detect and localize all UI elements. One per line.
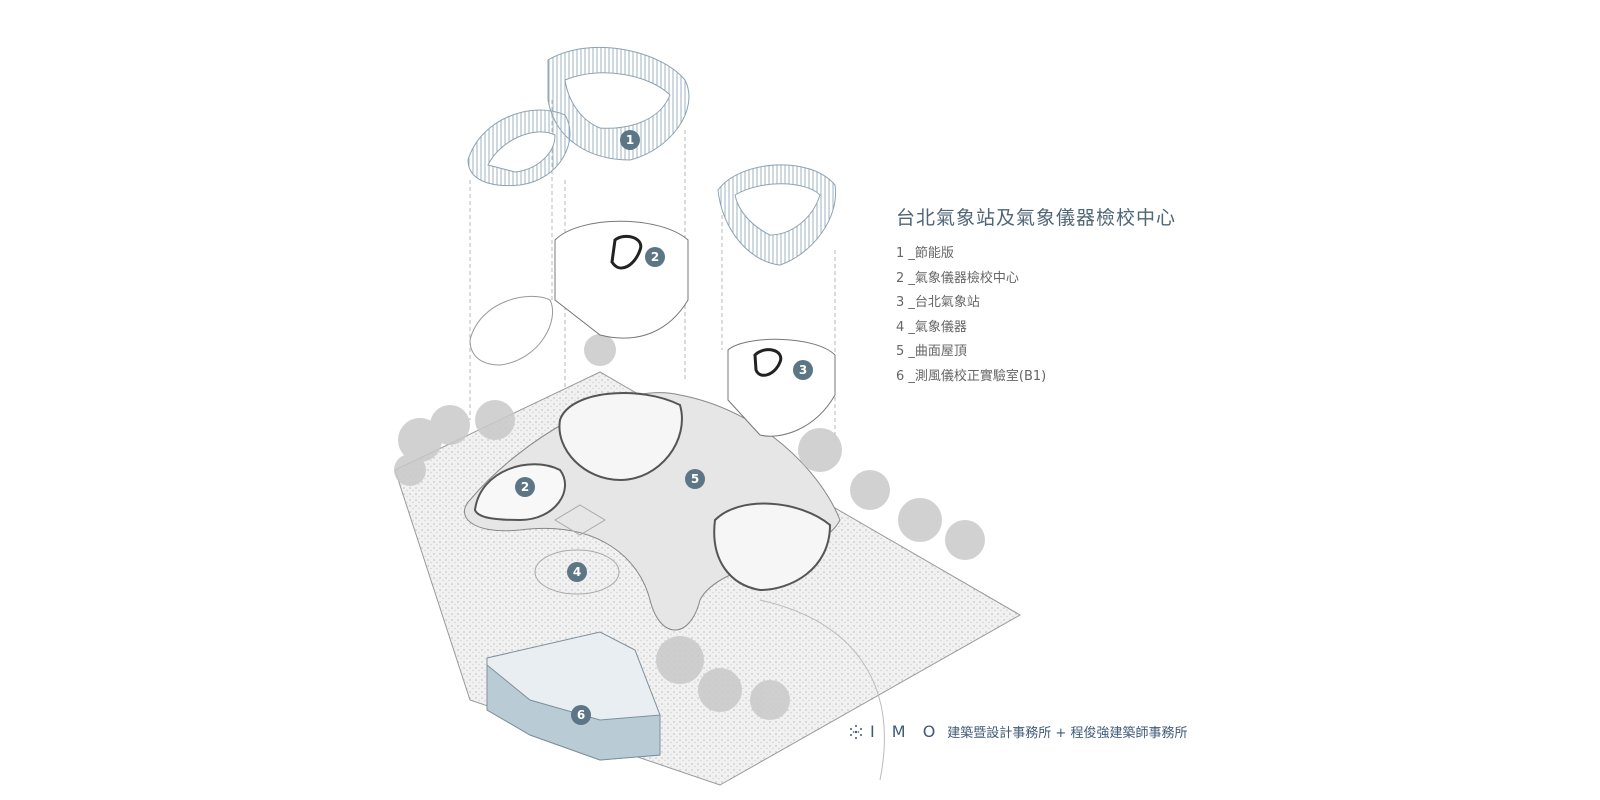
legend-item: 5 _曲面屋頂	[896, 344, 967, 359]
trees	[394, 334, 985, 720]
marker-6: 6	[571, 705, 591, 725]
legend-item: 6 _測風儀校正實驗室(B1)	[896, 368, 1047, 384]
firm-name: I M O	[870, 722, 942, 741]
marker-1: 1	[620, 130, 640, 150]
firm-text: 建築暨設計事務所 + 程俊強建築師事務所	[947, 726, 1188, 741]
marker-4: 4	[567, 562, 587, 582]
legend-item: 4 _氣象儀器	[896, 319, 967, 335]
markers: 1 2 3 2 5 4 6	[515, 130, 813, 725]
legend-item: 3 _台北氣象站	[896, 295, 980, 310]
marker-2: 2	[645, 247, 665, 267]
legend: 1 _節能版 2 _氣象儀器檢校中心 3 _台北氣象站 4 _氣象儀器 5 _曲…	[896, 242, 1046, 389]
legend-item: 1 _節能版	[896, 246, 954, 261]
marker-2-site: 2	[515, 477, 535, 497]
energy-panel-rings	[467, 46, 837, 266]
svg-text:3: 3	[799, 363, 807, 377]
svg-text:4: 4	[573, 565, 581, 579]
legend-item: 2 _氣象儀器檢校中心	[896, 270, 1019, 286]
svg-text:1: 1	[626, 133, 634, 147]
svg-text:2: 2	[521, 480, 529, 494]
diagram-title: 台北氣象站及氣象儀器檢校中心	[896, 207, 1177, 229]
imo-logo-icon	[850, 724, 862, 739]
marker-5: 5	[685, 469, 705, 489]
credit-line: I M O 建築暨設計事務所 + 程俊強建築師事務所	[848, 722, 1187, 741]
svg-text:2: 2	[651, 250, 659, 264]
marker-3: 3	[793, 360, 813, 380]
svg-text:5: 5	[691, 472, 699, 486]
svg-text:6: 6	[577, 708, 585, 722]
